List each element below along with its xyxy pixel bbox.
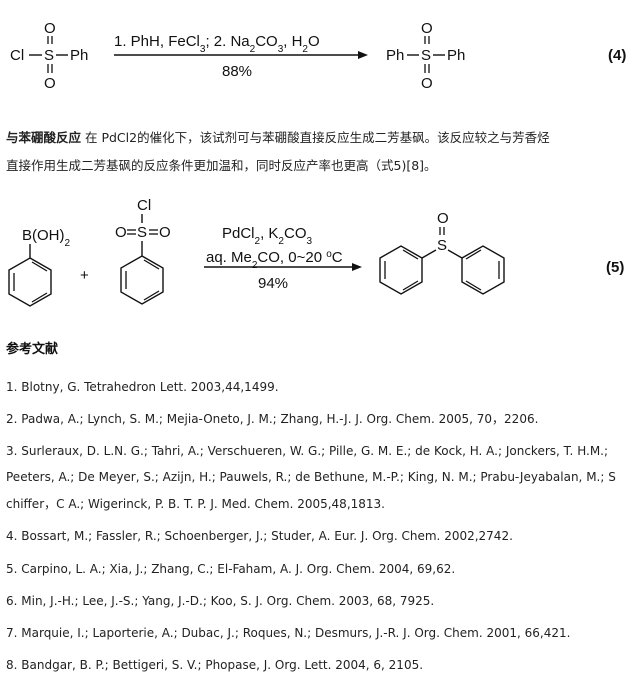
reference-item: Peeters, A.; De Meyer, S.; Azijn, H.; Pa… bbox=[6, 470, 616, 484]
reactant-o-bottom: O bbox=[44, 75, 56, 92]
scheme-4-conditions: 1. PhH, FeCl3; 2. Na2CO3, H2O bbox=[114, 33, 320, 55]
reactant-o-top: O bbox=[44, 20, 56, 37]
references-heading: 参考文献 bbox=[6, 342, 59, 357]
equation-label-5: (5) bbox=[606, 259, 624, 276]
reference-item: 8. Bandgar, B. P.; Bettigeri, S. V.; Pho… bbox=[6, 658, 424, 672]
product-s: S bbox=[421, 47, 431, 64]
reference-item: 4. Bossart, M.; Fassler, R.; Schoenberge… bbox=[6, 529, 513, 543]
benzene-ring-2 bbox=[120, 255, 164, 305]
sulfonyl-cl: Cl bbox=[137, 197, 151, 214]
scheme-5-solvent: aq. Me2CO, 0~20 oC bbox=[206, 249, 343, 271]
product-ph-right: Ph bbox=[447, 47, 465, 64]
product-sulfur: S bbox=[437, 237, 447, 254]
benzene-ring-1 bbox=[8, 257, 52, 307]
product-o: O bbox=[437, 210, 449, 227]
benzene-ring-4 bbox=[461, 245, 505, 295]
paragraph-line-1: 与苯硼酸反应 在 PdCl2的催化下，该试剂可与苯硼酸直接反应生成二芳基砜。该反… bbox=[6, 124, 638, 152]
sulfonyl-o-right: O bbox=[159, 224, 171, 241]
boronic-acid-group: B(OH)2 bbox=[22, 227, 71, 249]
reaction-scheme-4: Cl S O O Ph 1. PhH, FeCl3; 2. Na2CO3, H2… bbox=[0, 0, 640, 100]
reference-item: 2. Padwa, A.; Lynch, S. M.; Mejia-Oneto,… bbox=[6, 412, 539, 426]
scheme-5-yield: 94% bbox=[258, 275, 288, 292]
paragraph-lead: 与苯硼酸反应 bbox=[6, 130, 82, 145]
reference-item: 7. Marquie, I.; Laporterie, A.; Dubac, J… bbox=[6, 626, 571, 640]
paragraph-line-1-text: 在 PdCl2的催化下，该试剂可与苯硼酸直接反应生成二芳基砜。该反应较之与芳香烃 bbox=[81, 130, 550, 145]
reactant-ph: Ph bbox=[70, 47, 88, 64]
reference-item: 5. Carpino, L. A.; Xia, J.; Zhang, C.; E… bbox=[6, 562, 456, 576]
reference-item: 1. Blotny, G. Tetrahedron Lett. 2003,44,… bbox=[6, 380, 279, 394]
reference-item: 6. Min, J.-H.; Lee, J.-S.; Yang, J.-D.; … bbox=[6, 594, 435, 608]
product-ph-left: Ph bbox=[386, 47, 404, 64]
body-paragraph: 与苯硼酸反应 在 PdCl2的催化下，该试剂可与苯硼酸直接反应生成二芳基砜。该反… bbox=[6, 124, 638, 180]
reference-item: chiffer，C A.; Wigerinck, P. B. T. P. J. … bbox=[6, 497, 385, 511]
reactant-cl: Cl bbox=[10, 47, 24, 64]
sulfonyl-o-left: O bbox=[115, 224, 127, 241]
paragraph-line-2: 直接作用生成二芳基砜的反应条件更加温和，同时反应产率也更高（式5)[8]。 bbox=[6, 158, 437, 173]
scheme-5-drawing: B(OH)2 + Cl O S O PdCl2, K2CO3 aq. M bbox=[8, 197, 624, 307]
equation-label-4: (4) bbox=[608, 47, 626, 64]
product-o-bottom: O bbox=[421, 75, 433, 92]
sulfonyl-s: S bbox=[137, 224, 147, 241]
reaction-scheme-5: B(OH)2 + Cl O S O PdCl2, K2CO3 aq. M bbox=[0, 190, 640, 320]
scheme-4-yield: 88% bbox=[222, 63, 252, 80]
scheme-4-drawing: Cl S O O Ph 1. PhH, FeCl3; 2. Na2CO3, H2… bbox=[10, 20, 626, 92]
plus-sign: + bbox=[80, 267, 89, 284]
reference-item: 3. Surleraux, D. L.N. G.; Tahri, A.; Ver… bbox=[6, 444, 609, 458]
scheme-5-reagents: PdCl2, K2CO3 bbox=[222, 225, 312, 247]
benzene-ring-3 bbox=[379, 245, 423, 295]
reactant-s: S bbox=[44, 47, 54, 64]
product-o-top: O bbox=[421, 20, 433, 37]
